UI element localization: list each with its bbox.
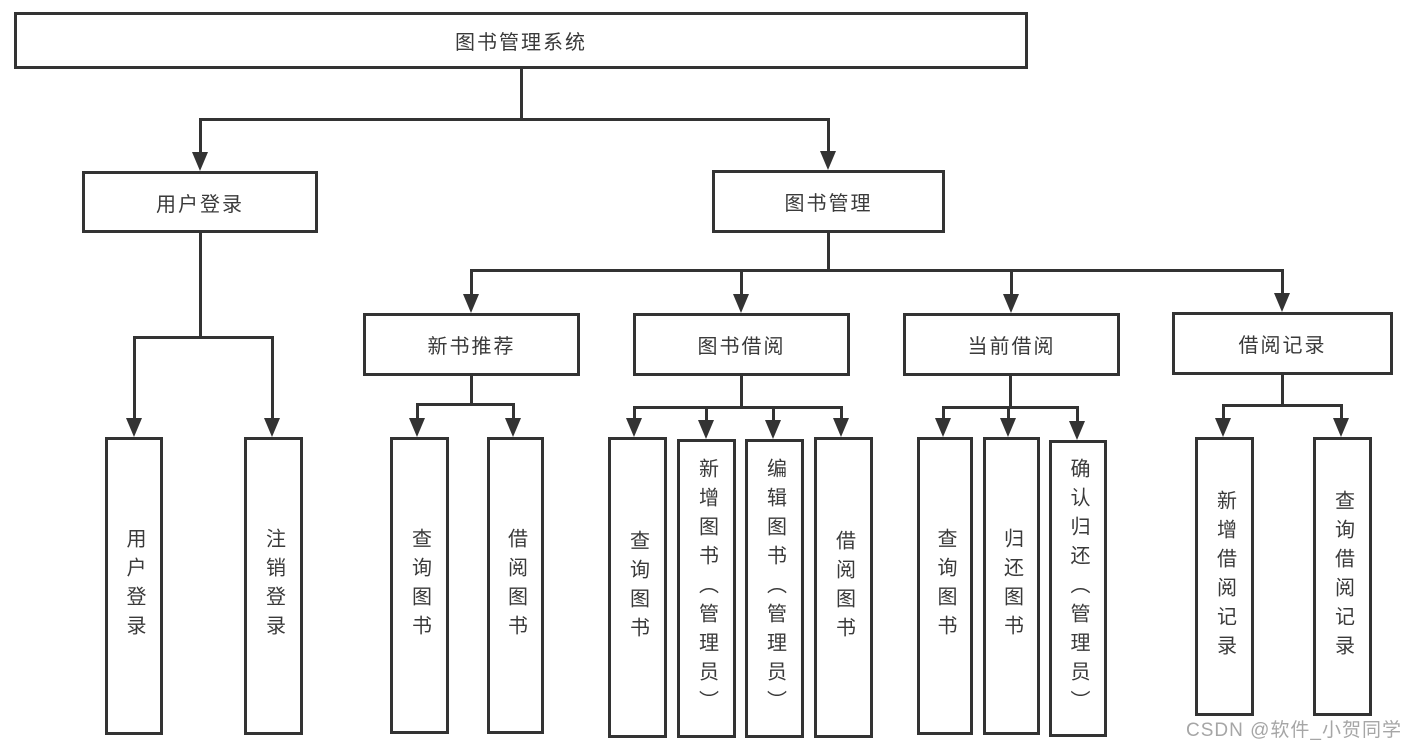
connector-borrow-records-trunk <box>1281 373 1284 407</box>
leaf-current-query-books-label: 查询图书 <box>934 528 956 644</box>
arrowhead-leaf <box>126 418 142 437</box>
leaf-current-query-books: 查询图书 <box>917 437 973 735</box>
connector-stem-leaf <box>133 336 136 420</box>
leaf-logout-label: 注销登录 <box>262 528 285 644</box>
connector-stem-leaf <box>512 403 515 419</box>
connector-book-borrow-bus <box>633 406 842 409</box>
connector-stem-leaf <box>772 406 775 421</box>
arrowhead-leaf <box>935 418 951 437</box>
connector-book-mgmt-trunk <box>827 231 830 271</box>
node-current-borrow: 当前借阅 <box>903 313 1120 376</box>
connector-stem-leaf <box>1007 406 1010 419</box>
node-book-borrow: 图书借阅 <box>633 313 850 376</box>
connector-current-borrow-bus <box>942 406 1079 409</box>
node-root: 图书管理系统 <box>14 12 1028 69</box>
connector-stem-borrow-records <box>1281 269 1284 295</box>
connector-user-login-trunk <box>199 231 202 338</box>
leaf-current-return-books: 归还图书 <box>983 437 1040 735</box>
leaf-records-query-record-label: 查询借阅记录 <box>1331 489 1354 664</box>
connector-level3-bus <box>470 269 1283 272</box>
connector-new-books-trunk <box>470 374 473 406</box>
node-user-login-label: 用户登录 <box>156 193 244 216</box>
arrowhead-leaf <box>409 418 425 437</box>
connector-new-books-bus <box>416 403 515 406</box>
leaf-newbooks-borrow-books-label: 借阅图书 <box>504 527 527 644</box>
connector-current-borrow-trunk <box>1009 374 1012 409</box>
leaf-borrow-borrow-books-label: 借阅图书 <box>832 529 855 646</box>
node-user-login: 用户登录 <box>82 171 318 233</box>
leaf-records-add-record-label: 新增借阅记录 <box>1213 489 1236 664</box>
leaf-records-add-record: 新增借阅记录 <box>1195 437 1254 716</box>
leaf-current-return-books-label: 归还图书 <box>1000 528 1023 644</box>
leaf-user-login-label: 用户登录 <box>123 528 145 644</box>
connector-user-login-bus <box>133 336 274 339</box>
leaf-logout: 注销登录 <box>244 437 303 735</box>
leaf-borrow-add-books-admin: 新增图书（管理员） <box>677 439 736 738</box>
arrowhead-leaf <box>1333 418 1349 437</box>
connector-stem-new-books <box>470 269 473 296</box>
leaf-borrow-edit-books-admin: 编辑图书（管理员） <box>745 439 804 738</box>
connector-stem-leaf <box>1222 404 1225 419</box>
node-book-management: 图书管理 <box>712 170 945 233</box>
connector-stem-leaf <box>271 336 274 420</box>
connector-stem-book-mgmt <box>827 118 830 154</box>
node-new-book-recommend-label: 新书推荐 <box>427 336 516 358</box>
leaf-borrow-borrow-books: 借阅图书 <box>814 437 873 738</box>
node-book-borrow-label: 图书借阅 <box>697 336 786 358</box>
node-root-label: 图书管理系统 <box>455 32 587 54</box>
leaf-newbooks-query-books: 查询图书 <box>390 437 449 734</box>
connector-stem-leaf <box>942 406 945 419</box>
connector-stem-book-borrow <box>740 269 743 296</box>
arrowhead-current-borrow <box>1003 294 1019 313</box>
arrowhead-leaf <box>1069 421 1085 440</box>
connector-stem-leaf <box>705 406 708 421</box>
watermark: CSDN @软件_小贺同学 <box>1186 720 1402 741</box>
node-current-borrow-label: 当前借阅 <box>967 336 1056 358</box>
node-book-management-label: 图书管理 <box>784 193 873 215</box>
arrowhead-leaf <box>505 418 521 437</box>
leaf-records-query-record: 查询借阅记录 <box>1313 437 1372 716</box>
connector-stem-leaf <box>1076 406 1079 422</box>
arrowhead-leaf <box>1215 418 1231 437</box>
leaf-newbooks-query-books-label: 查询图书 <box>408 527 431 644</box>
arrowhead-leaf <box>765 420 781 439</box>
connector-stem-user-login <box>199 118 202 154</box>
arrowhead-new-books <box>463 294 479 313</box>
node-borrow-records: 借阅记录 <box>1172 312 1393 375</box>
connector-stem-leaf <box>416 403 419 419</box>
leaf-current-confirm-return-admin: 确认归还（管理员） <box>1049 440 1107 737</box>
leaf-borrow-query-books-label: 查询图书 <box>626 529 649 646</box>
leaf-user-login: 用户登录 <box>105 437 163 735</box>
connector-borrow-records-bus <box>1222 404 1343 407</box>
arrowhead-leaf <box>1000 418 1016 437</box>
arrowhead-book-borrow <box>733 294 749 313</box>
leaf-newbooks-borrow-books: 借阅图书 <box>487 437 544 734</box>
leaf-current-confirm-return-admin-label: 确认归还（管理员） <box>1067 458 1089 719</box>
connector-stem-leaf <box>1340 404 1343 419</box>
node-borrow-records-label: 借阅记录 <box>1238 335 1327 357</box>
arrowhead-book-mgmt <box>820 151 836 170</box>
arrowhead-leaf <box>626 418 642 437</box>
leaf-borrow-query-books: 查询图书 <box>608 437 667 738</box>
arrowhead-leaf <box>833 418 849 437</box>
connector-stem-leaf <box>633 406 636 419</box>
leaf-borrow-edit-books-admin-label: 编辑图书（管理员） <box>763 458 786 719</box>
connector-level2-bus <box>199 118 830 121</box>
leaf-borrow-add-books-admin-label: 新增图书（管理员） <box>695 458 718 719</box>
arrowhead-leaf <box>264 418 280 437</box>
arrowhead-user-login <box>192 152 208 171</box>
connector-stem-current-borrow <box>1010 269 1013 296</box>
arrowhead-borrow-records <box>1274 293 1290 312</box>
connector-book-borrow-trunk <box>740 374 743 409</box>
node-new-book-recommend: 新书推荐 <box>363 313 580 376</box>
arrowhead-leaf <box>698 420 714 439</box>
connector-stem-leaf <box>840 406 843 419</box>
connector-root-trunk <box>520 65 523 120</box>
